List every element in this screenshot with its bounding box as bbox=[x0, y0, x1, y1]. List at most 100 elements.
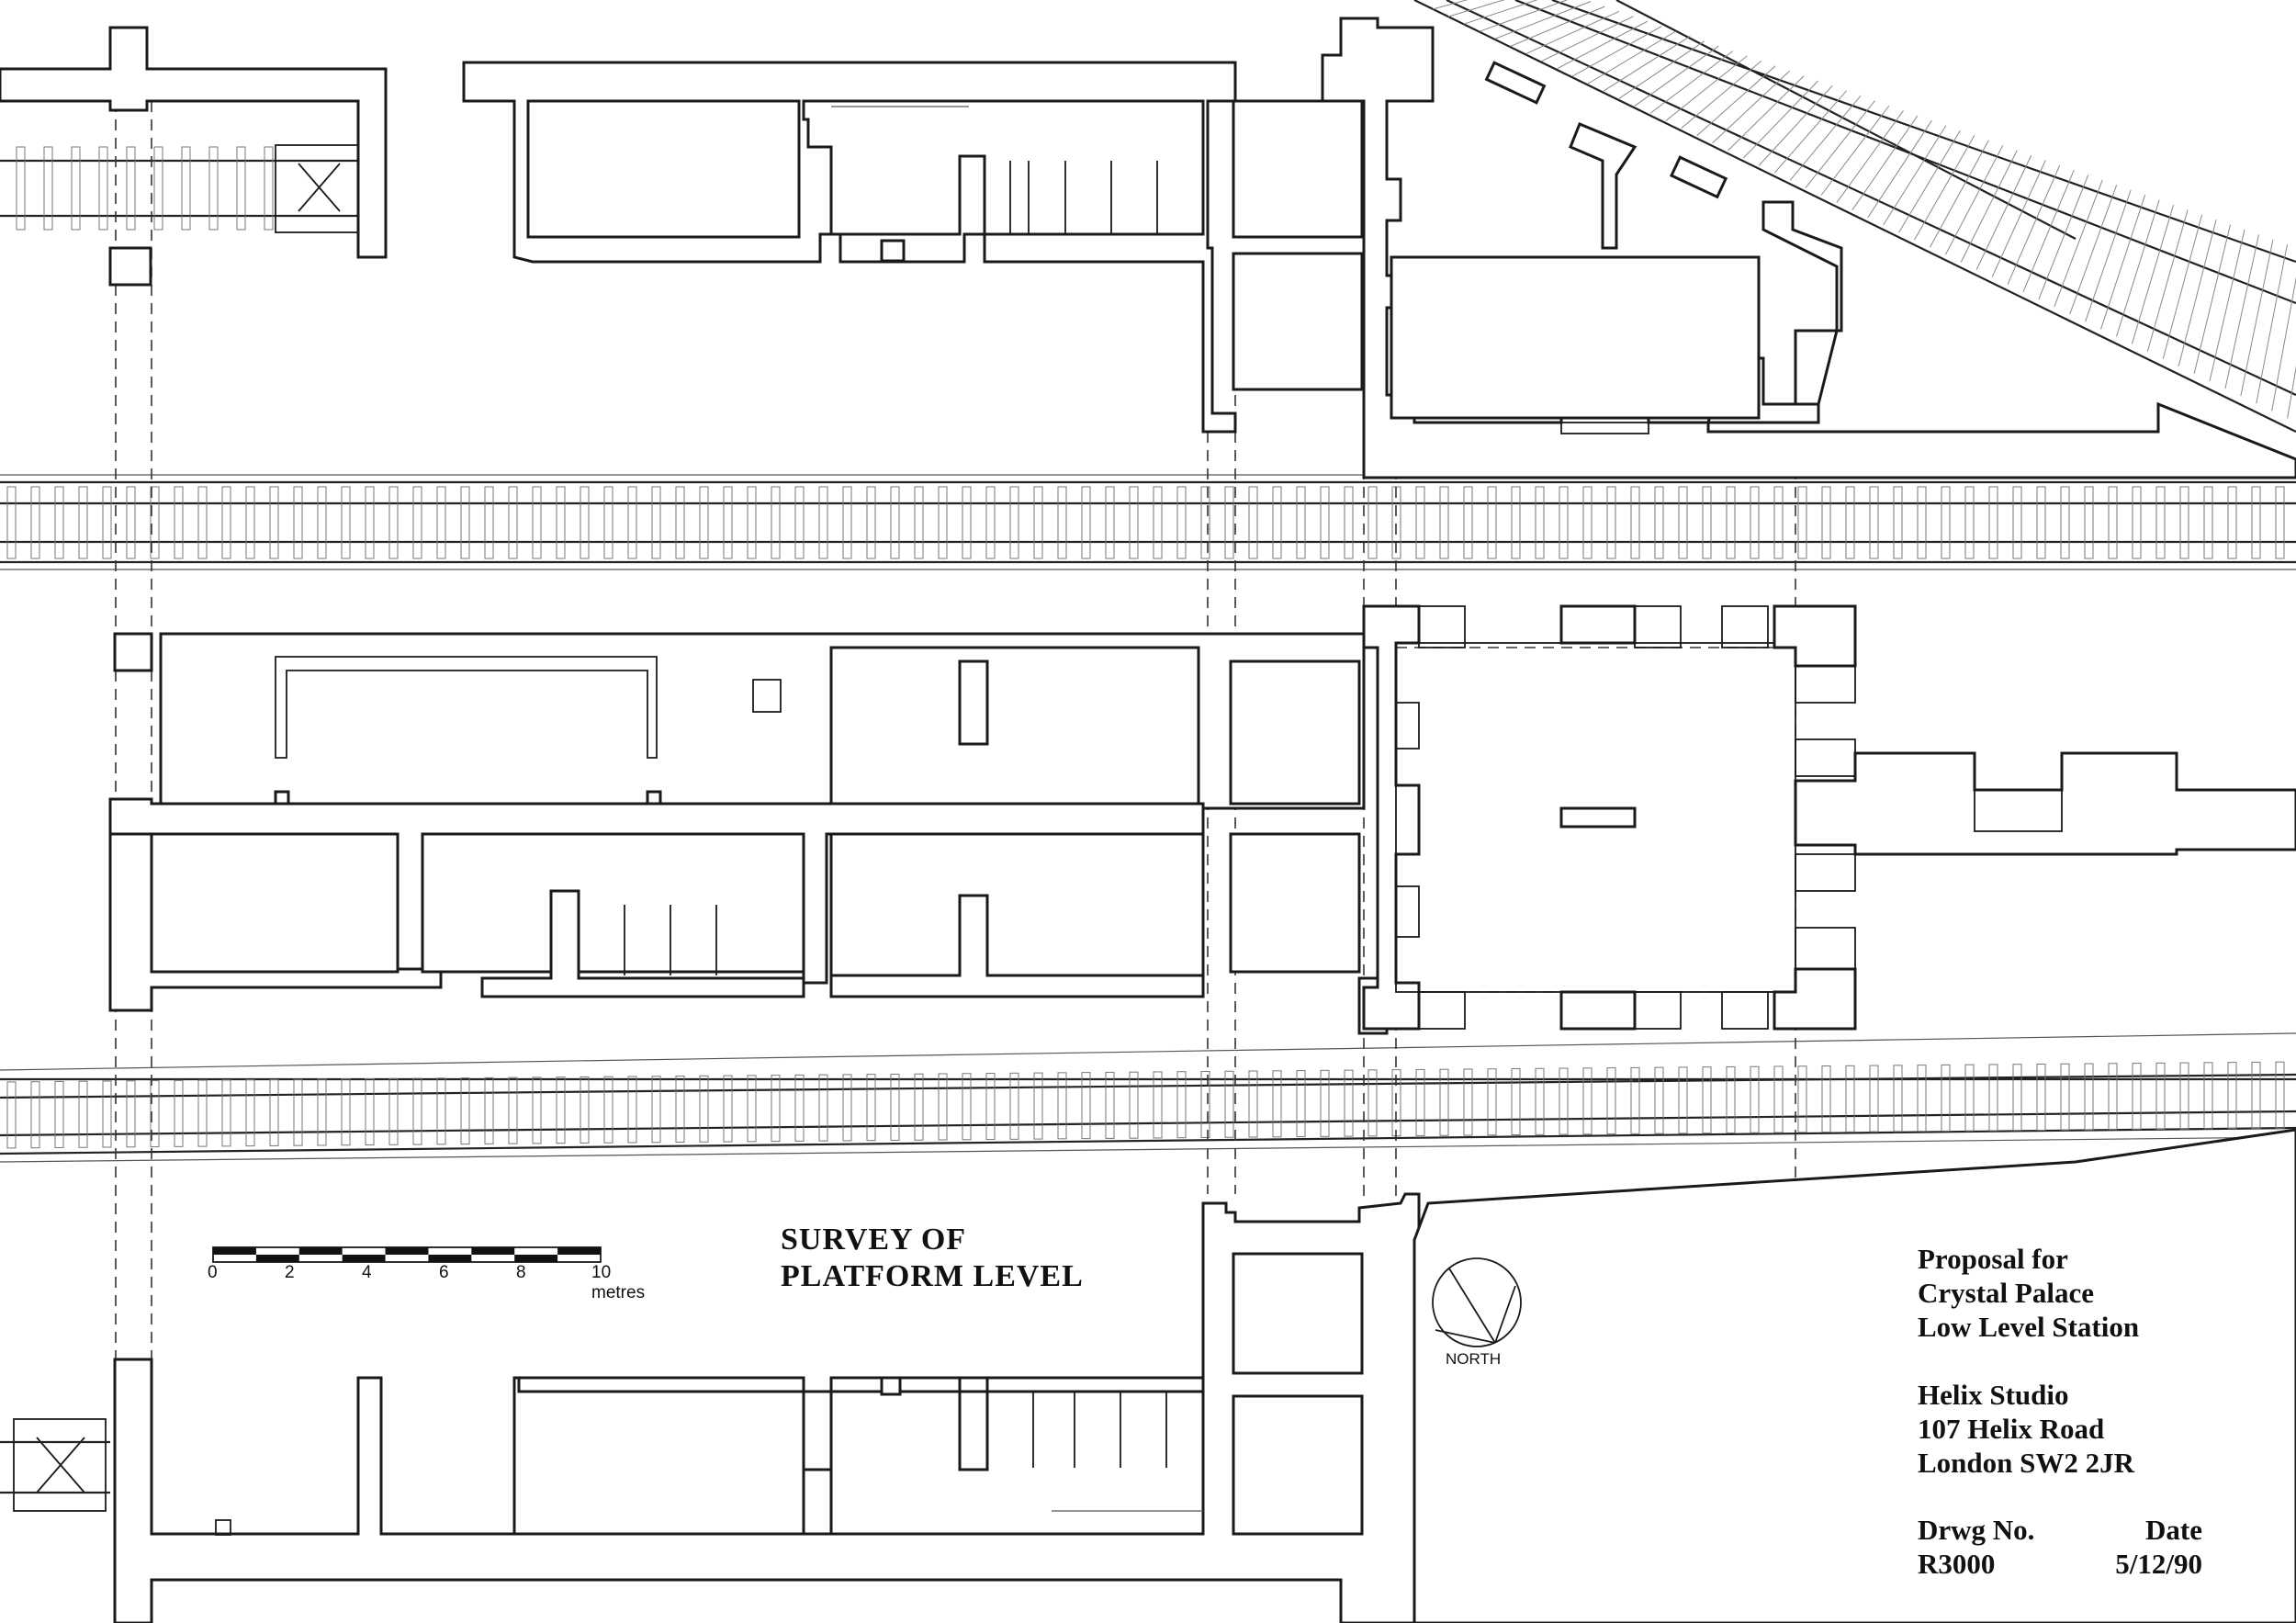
sleeper bbox=[1869, 486, 1879, 559]
sleeper bbox=[1702, 486, 1712, 559]
sleeper bbox=[1176, 486, 1187, 559]
sleeper bbox=[2054, 179, 2103, 308]
sleeper bbox=[1272, 486, 1282, 559]
sleeper bbox=[1845, 486, 1855, 559]
sleeper bbox=[1681, 61, 1762, 129]
sleeper bbox=[818, 486, 828, 559]
bottom-centre-building bbox=[113, 1192, 1421, 1623]
sleeper bbox=[1320, 486, 1330, 559]
scale-label-8: 8 bbox=[516, 1263, 526, 1282]
sleeper bbox=[1296, 486, 1306, 559]
middle-lower-building bbox=[108, 832, 1389, 1035]
survey-title-line-2: PLATFORM LEVEL bbox=[781, 1259, 1084, 1293]
sleeper bbox=[1367, 486, 1378, 559]
sleeper bbox=[1511, 1068, 1521, 1136]
sleeper bbox=[412, 1077, 422, 1145]
diagonal-track bbox=[1413, 0, 2296, 433]
sleeper bbox=[2155, 1062, 2166, 1130]
scale-bar-segment bbox=[385, 1247, 429, 1255]
sleeper bbox=[2007, 164, 2061, 285]
sleeper bbox=[1654, 1066, 1664, 1134]
sleeper bbox=[2203, 1062, 2213, 1130]
scale-label-6: 6 bbox=[439, 1263, 449, 1282]
sleeper bbox=[269, 1078, 279, 1146]
scale-label-10-metres: 10 metres bbox=[591, 1263, 646, 1302]
sleeper bbox=[2084, 486, 2094, 559]
sleeper bbox=[794, 1074, 805, 1142]
sleeper bbox=[1129, 486, 1139, 559]
sleeper bbox=[818, 1074, 828, 1142]
sleeper bbox=[16, 146, 26, 231]
drawing-number-label: Drwg No. bbox=[1918, 1514, 2035, 1546]
scale-bar bbox=[212, 1246, 602, 1263]
sleeper bbox=[1057, 1072, 1067, 1140]
middle-left-building bbox=[108, 632, 1366, 985]
drawing-info-block: Drwg No. Date R3000 5/12/90 bbox=[1918, 1513, 2202, 1581]
sleeper bbox=[293, 486, 303, 559]
diagonal-track-sleepers bbox=[1432, 0, 2296, 419]
sleeper bbox=[1797, 486, 1807, 559]
sleeper bbox=[890, 1073, 900, 1141]
scale-bar-segment bbox=[471, 1247, 515, 1255]
sleeper bbox=[197, 486, 208, 559]
proposal-title-block: Proposal for Crystal Palace Low Level St… bbox=[1918, 1242, 2139, 1344]
sleeper bbox=[1654, 486, 1664, 559]
sleeper bbox=[1009, 1072, 1019, 1140]
sleeper bbox=[126, 1080, 136, 1148]
sleeper bbox=[1898, 130, 1961, 233]
sleeper bbox=[1582, 486, 1593, 559]
sleeper bbox=[914, 1073, 924, 1141]
sleeper bbox=[699, 486, 709, 559]
sleeper bbox=[1344, 486, 1354, 559]
sleeper bbox=[1224, 486, 1234, 559]
lower-track-sleepers bbox=[6, 1061, 2285, 1149]
sleeper bbox=[1582, 1067, 1593, 1135]
bottom-left-track bbox=[0, 1418, 110, 1512]
sleeper bbox=[2162, 214, 2203, 359]
sleeper bbox=[2287, 366, 2296, 419]
sleeper bbox=[2227, 1062, 2237, 1130]
proposal-line-2: Crystal Palace bbox=[1918, 1277, 2094, 1309]
sleeper bbox=[1494, 1, 1592, 39]
sleeper bbox=[962, 1073, 972, 1141]
sleeper bbox=[341, 486, 351, 559]
sleeper bbox=[1773, 90, 1847, 174]
sleeper bbox=[723, 1075, 733, 1143]
sleeper bbox=[985, 1073, 996, 1141]
sleeper bbox=[1893, 1065, 1903, 1133]
sleeper bbox=[2038, 175, 2089, 300]
sleeper bbox=[1535, 1067, 1545, 1135]
scale-bar-segment bbox=[255, 1255, 299, 1262]
sleeper bbox=[221, 486, 231, 559]
sleeper bbox=[1964, 486, 1975, 559]
sleeper bbox=[1541, 16, 1634, 62]
sleeper bbox=[1367, 1069, 1378, 1137]
sleeper bbox=[1696, 65, 1776, 137]
sleeper bbox=[1821, 1065, 1831, 1133]
sleeper bbox=[603, 1076, 613, 1144]
sleeper bbox=[1606, 486, 1616, 559]
sleeper bbox=[54, 1080, 64, 1148]
scale-bar-segments bbox=[213, 1247, 601, 1262]
sleeper bbox=[126, 146, 136, 231]
sleeper bbox=[365, 1077, 375, 1145]
sleeper bbox=[6, 486, 17, 559]
scale-bar-segment bbox=[557, 1247, 601, 1255]
sleeper bbox=[1105, 486, 1115, 559]
sleeper bbox=[1525, 10, 1620, 55]
sleeper bbox=[1487, 1068, 1497, 1136]
sleeper bbox=[532, 486, 542, 559]
sleeper bbox=[2178, 220, 2217, 366]
studio-address-block: Helix Studio 107 Helix Road London SW2 2… bbox=[1918, 1378, 2134, 1480]
sleeper bbox=[1479, 0, 1569, 32]
sleeper bbox=[1975, 154, 2032, 270]
sleeper bbox=[1463, 0, 1538, 25]
sleeper bbox=[771, 486, 781, 559]
sleeper bbox=[556, 1076, 566, 1144]
sleeper bbox=[2060, 486, 2070, 559]
sleeper bbox=[174, 1079, 184, 1147]
upper-track-sleepers bbox=[6, 486, 2285, 559]
top-left-track-sleepers bbox=[16, 146, 274, 231]
sleeper bbox=[938, 1073, 948, 1141]
sleeper bbox=[2100, 195, 2146, 330]
